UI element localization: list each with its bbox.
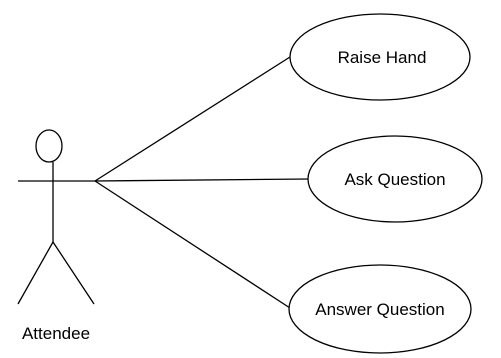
use-case-answer-question: Answer Question [288,264,472,354]
use-case-raise-hand: Raise Hand [289,13,471,101]
use-case-label: Ask Question [344,170,445,189]
actor-left-leg [17,241,54,305]
association-ask-question [94,178,309,182]
association-raise-hand [94,56,291,182]
use-case-label: Answer Question [315,300,444,319]
actor-attendee [17,129,95,305]
use-case-ellipse [289,13,471,101]
use-case-ellipse [307,135,483,223]
actor-right-leg [52,241,95,305]
use-case-ellipse [288,264,472,354]
use-case-label: Raise Hand [338,48,427,67]
use-case-ask-question: Ask Question [307,135,483,223]
actor-head [35,129,63,163]
associations [94,56,309,309]
association-answer-question [94,180,291,309]
actor-label: Attendee [22,324,90,343]
